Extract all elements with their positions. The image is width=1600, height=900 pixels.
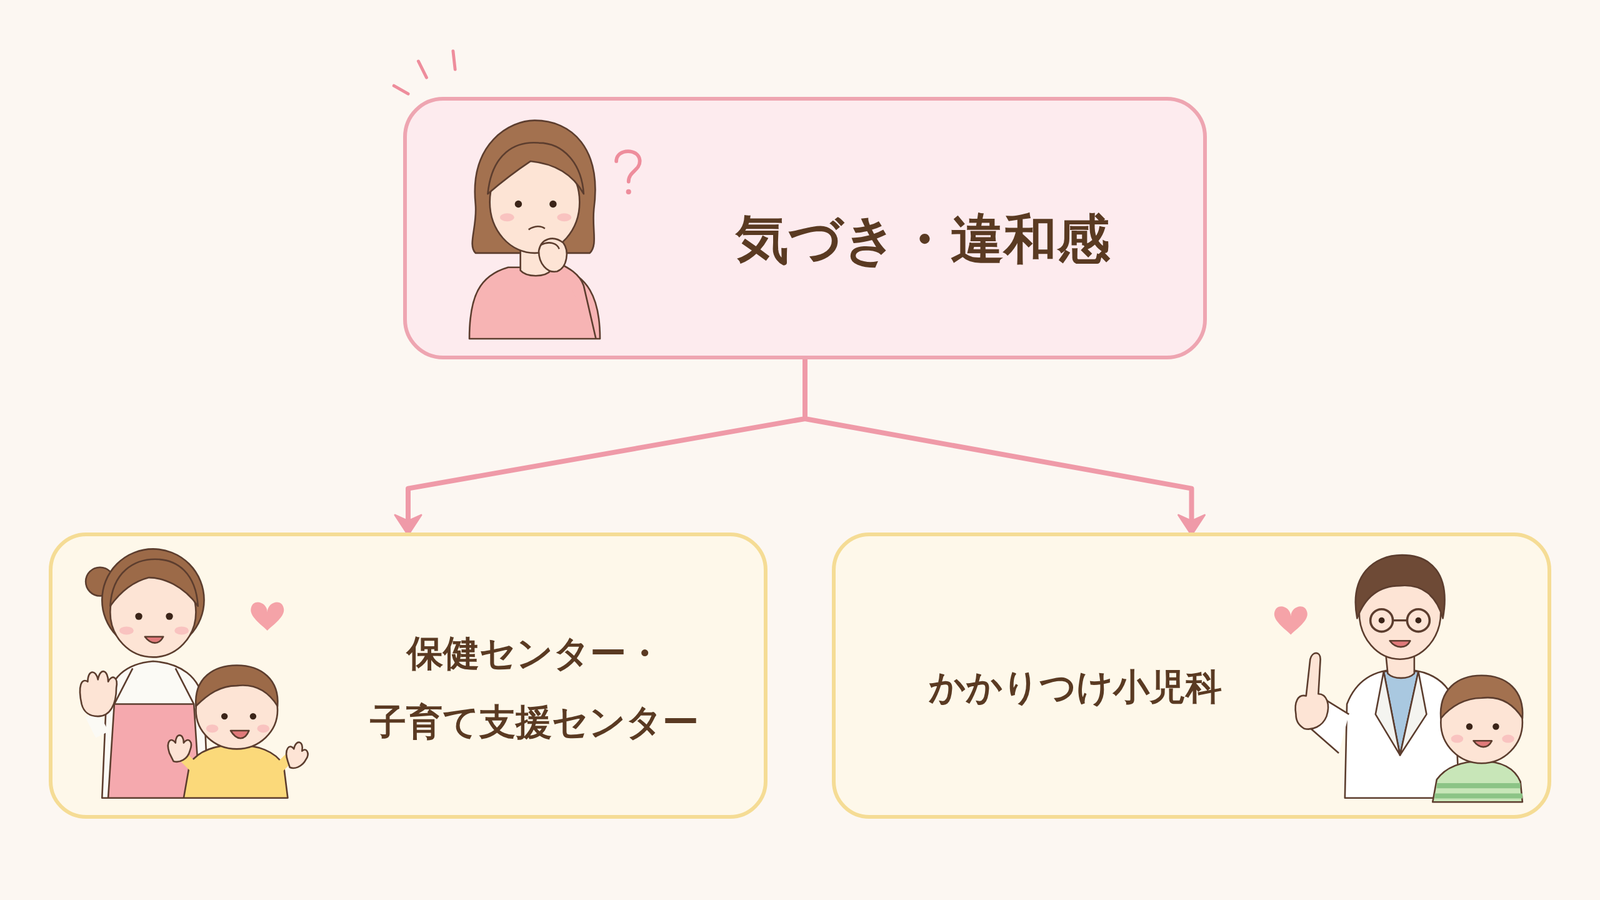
nurse-woman-part bbox=[114, 668, 133, 704]
sparkle-lines-part bbox=[418, 61, 427, 78]
doctor-part bbox=[1375, 671, 1400, 755]
sparkle-lines-part bbox=[453, 51, 455, 70]
doctor-part bbox=[1415, 617, 1422, 624]
doctor-part bbox=[1383, 671, 1419, 755]
flow-connector bbox=[408, 357, 805, 522]
question-mark-part bbox=[626, 189, 632, 195]
heart-icon-part bbox=[250, 602, 284, 631]
waving-child-part bbox=[230, 730, 249, 739]
patient-child-part bbox=[1435, 793, 1523, 799]
patient-child-part bbox=[1436, 783, 1521, 789]
doctor-part bbox=[1370, 609, 1394, 632]
thinking-woman-part bbox=[538, 238, 567, 272]
doctor-part bbox=[1400, 671, 1427, 755]
thinking-woman-part bbox=[559, 263, 597, 339]
node-label: かかりつけ小児科 bbox=[928, 663, 1222, 711]
thinking-woman-part bbox=[472, 120, 596, 254]
thinking-woman-part bbox=[540, 242, 559, 249]
waving-child-part bbox=[179, 753, 194, 768]
waving-child-part bbox=[250, 713, 257, 720]
nurse-woman-part bbox=[110, 559, 198, 607]
nurse-woman-part bbox=[119, 626, 134, 635]
patient-child bbox=[1432, 675, 1523, 802]
thinking-woman-part bbox=[500, 213, 515, 222]
waving-child-part bbox=[256, 724, 270, 733]
thinking-woman-part bbox=[469, 267, 600, 339]
pediatrician-box: かかりつけ小児科 bbox=[831, 532, 1552, 819]
nurse-woman-part bbox=[80, 671, 117, 717]
patient-child-part bbox=[1451, 735, 1464, 744]
doctor-part bbox=[1393, 619, 1408, 622]
waving-child-part bbox=[168, 735, 192, 762]
support-center-box: 保健センター・ 子育て支援センター bbox=[48, 532, 768, 819]
flow-connector bbox=[805, 357, 1192, 522]
waving-child bbox=[168, 665, 309, 798]
question-mark-part bbox=[616, 151, 640, 182]
question-mark bbox=[616, 151, 640, 195]
doctor-part bbox=[1385, 653, 1415, 679]
nurse-woman-part bbox=[165, 612, 173, 620]
nurse-woman-part bbox=[108, 704, 200, 799]
node-label: 保健センター・ 子育て支援センター bbox=[334, 618, 735, 757]
nurse-woman-part bbox=[101, 661, 209, 799]
doctor-part bbox=[1345, 669, 1460, 799]
thinking-woman-part bbox=[490, 151, 580, 254]
doctor-part bbox=[1295, 653, 1329, 730]
nurse-woman-part bbox=[110, 567, 196, 658]
waving-child-part bbox=[279, 756, 290, 767]
patient-child-part bbox=[1501, 735, 1515, 744]
nurse-woman-part bbox=[174, 626, 189, 635]
waving-child-part bbox=[183, 745, 289, 799]
patient-child-part bbox=[1466, 723, 1473, 730]
nurse-woman-part bbox=[101, 548, 204, 651]
waving-child-part bbox=[195, 671, 278, 749]
waving-child-part bbox=[206, 724, 219, 733]
patient-child-part bbox=[1440, 681, 1523, 764]
doctor-part bbox=[1306, 698, 1350, 754]
nurse-woman bbox=[80, 548, 209, 798]
waving-child-part bbox=[221, 713, 228, 720]
heart-icon bbox=[250, 602, 1308, 635]
node-label: 気づき・違和感 bbox=[735, 205, 1110, 275]
thinking-woman-part bbox=[528, 226, 545, 230]
doctor-part bbox=[1378, 617, 1385, 624]
doctor-part bbox=[1359, 565, 1442, 659]
heart-icon-part bbox=[1274, 606, 1308, 635]
nurse-woman-part bbox=[175, 668, 194, 704]
sparkle-lines bbox=[393, 51, 455, 95]
nurse-woman-part bbox=[135, 612, 142, 620]
patient-child-part bbox=[1473, 740, 1492, 747]
doctor-part bbox=[1390, 640, 1411, 647]
thinking-woman-part bbox=[487, 142, 584, 194]
nurse-woman-part bbox=[145, 636, 164, 644]
observation-box: 気づき・違和感 bbox=[403, 96, 1207, 360]
waving-child-part bbox=[286, 742, 308, 769]
patient-child-part bbox=[1432, 761, 1523, 802]
thinking-woman bbox=[469, 120, 600, 339]
thinking-woman-part bbox=[556, 213, 572, 222]
sparkle-lines-part bbox=[393, 85, 409, 94]
nurse-woman-part bbox=[91, 714, 102, 735]
waving-child-part bbox=[195, 665, 278, 706]
doctor-part bbox=[1355, 555, 1445, 619]
patient-child-part bbox=[1440, 675, 1523, 719]
doctor bbox=[1295, 555, 1460, 799]
thinking-woman-part bbox=[520, 250, 552, 276]
nurse-woman-part bbox=[85, 567, 115, 597]
thinking-woman-part bbox=[515, 200, 522, 208]
doctor-part bbox=[1406, 609, 1430, 632]
patient-child-part bbox=[1492, 723, 1499, 730]
thinking-woman-part bbox=[549, 200, 557, 208]
